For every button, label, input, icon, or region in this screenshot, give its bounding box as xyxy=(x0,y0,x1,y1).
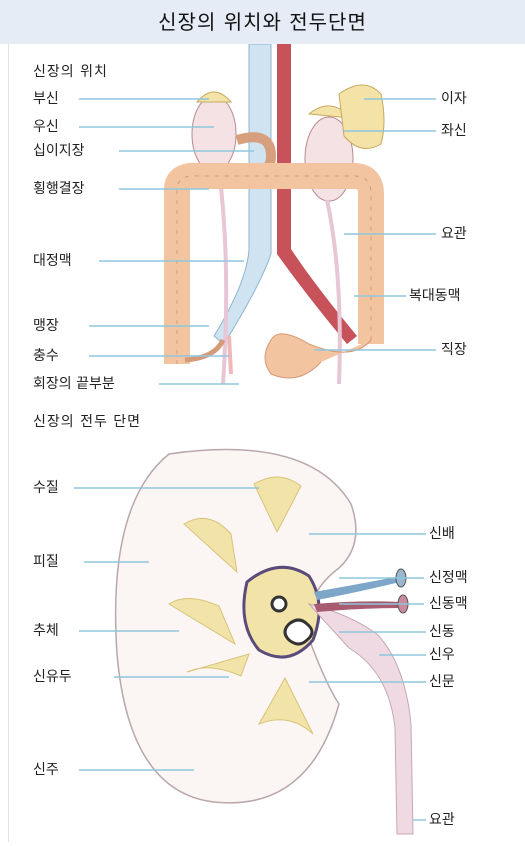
label-renal-hilum: 신문 xyxy=(429,674,455,690)
label-medulla: 수질 xyxy=(33,480,59,496)
label-appendix: 충수 xyxy=(33,348,59,364)
label-cortex: 피질 xyxy=(33,554,59,570)
right-ureter xyxy=(219,170,226,384)
illustration-panel: 신장의 위치 신장의 전두 단면 부신 우신 십이지장 횡행결장 대정맥 맹장 … xyxy=(8,44,518,842)
label-renal-column: 신주 xyxy=(33,762,59,778)
page-title: 신장의 위치와 전두단면 xyxy=(0,0,525,44)
label-ureter-top: 요관 xyxy=(441,226,467,242)
calyx-opening-2 xyxy=(285,620,312,644)
right-kidney xyxy=(192,96,236,172)
label-adrenal-gland: 부신 xyxy=(33,91,59,107)
label-left-kidney: 좌신 xyxy=(441,123,467,139)
appendix xyxy=(229,336,231,374)
renal-vein xyxy=(314,576,404,600)
anatomy-illustration xyxy=(9,44,518,842)
label-ureter-bottom: 요관 xyxy=(429,812,455,828)
label-pancreas: 이자 xyxy=(441,91,467,107)
label-renal-sinus: 신동 xyxy=(429,624,455,640)
label-vena-cava: 대정맥 xyxy=(33,253,72,269)
label-renal-artery: 신동맥 xyxy=(429,596,468,612)
label-rectum: 직장 xyxy=(441,342,467,358)
kidney-cross-section xyxy=(116,450,413,834)
label-renal-papilla: 신유두 xyxy=(33,669,72,685)
label-ileum-end: 회장의 끝부분 xyxy=(33,376,115,392)
rectum xyxy=(265,334,371,378)
renal-artery xyxy=(314,601,401,612)
section-position-caption: 신장의 위치 xyxy=(33,64,108,80)
label-renal-vein: 신정맥 xyxy=(429,570,468,586)
label-abdominal-aorta: 복대동맥 xyxy=(409,288,461,304)
label-transverse-colon: 횡행결장 xyxy=(33,181,85,197)
section-cross-caption: 신장의 전두 단면 xyxy=(33,414,141,430)
right-adrenal-gland xyxy=(197,92,231,102)
label-right-kidney: 우신 xyxy=(33,119,59,135)
label-pyramid: 추체 xyxy=(33,623,59,639)
abdomen-figure xyxy=(177,44,384,384)
renal-cortex xyxy=(116,450,356,803)
label-renal-pelvis: 신우 xyxy=(429,647,455,663)
calyx-opening-1 xyxy=(272,597,286,611)
renal-sinus xyxy=(244,567,319,657)
cecum xyxy=(185,340,223,360)
label-cecum: 맹장 xyxy=(33,318,59,334)
label-calyx: 신배 xyxy=(429,526,455,542)
label-duodenum: 십이지장 xyxy=(33,143,85,159)
